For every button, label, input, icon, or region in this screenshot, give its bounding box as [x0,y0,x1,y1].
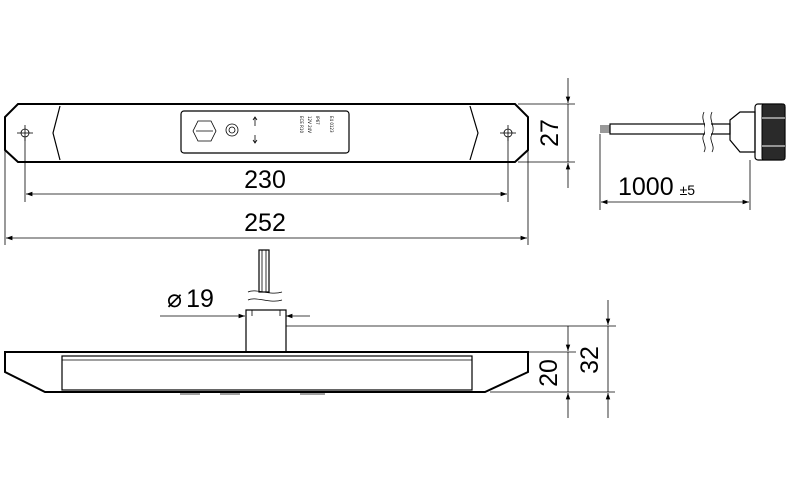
label-line-3: IP67 [315,116,320,125]
dimension-1000: 1000±5 [599,134,751,210]
lamp-outline-side [4,351,529,393]
label-line-4: E4 0123 [329,116,334,133]
right-end-cap [469,105,479,161]
lamp-outline-top [4,103,529,163]
arrow-icon [252,116,258,144]
label-line-1: ECE R10 [299,116,304,133]
label-line-2: 12V 24V [307,116,312,133]
dimension-32: 32 [286,300,616,418]
dimension-252-label: 252 [244,209,286,237]
side-view [4,249,529,395]
dimension-230: 230 [24,138,509,202]
dimension-1000-label: 1000±5 [618,173,695,201]
left-end-cap [52,105,61,161]
dimension-diameter-19: ⌀19 [160,285,310,319]
certification-logo-icon [225,123,239,137]
cable-view [600,103,786,161]
top-view: ECE R10 12V 24V IP67 E4 0123 [4,103,529,163]
dimension-252: 252 [4,150,529,245]
dimension-230-label: 230 [244,166,286,194]
dimension-27: 27 [518,78,575,188]
dimension-20: 20 [490,326,615,418]
certification-logo-icon [192,120,217,142]
dimension-1000-tolerance: ±5 [680,182,696,198]
type-label-plate: ECE R10 12V 24V IP67 E4 0123 [180,110,350,154]
dimension-diameter-label: ⌀19 [167,285,214,313]
screw-hole-icon [500,125,516,141]
dimension-32-label: 32 [576,346,604,374]
dimension-20-label: 20 [535,359,563,387]
dimension-27-label: 27 [536,119,564,147]
diameter-icon: ⌀ [167,285,182,313]
